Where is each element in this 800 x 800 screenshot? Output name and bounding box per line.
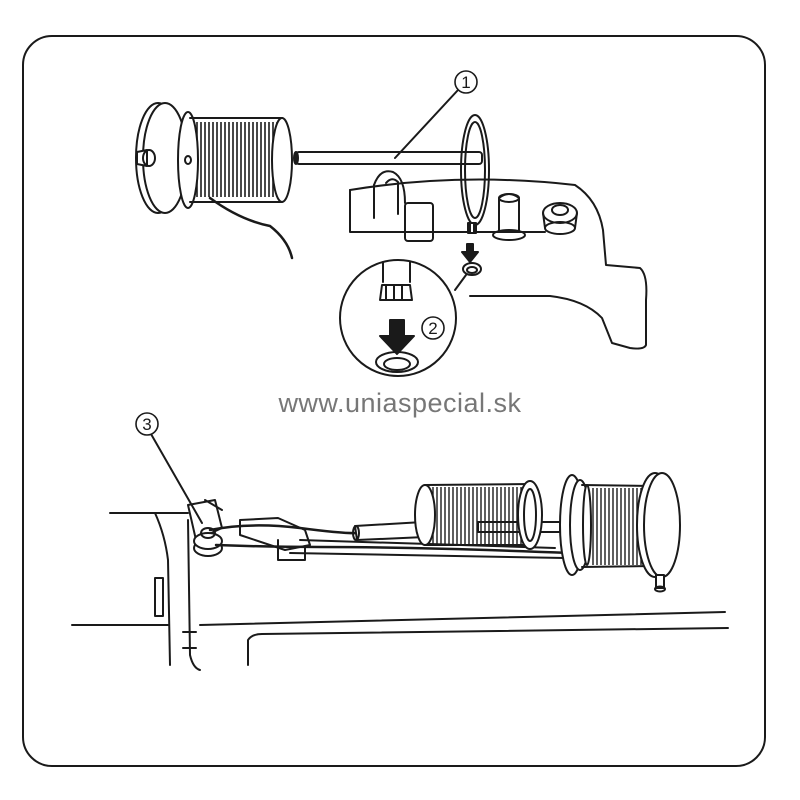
callout-3-leader <box>150 433 203 524</box>
svg-text:2: 2 <box>428 319 437 338</box>
svg-text:1: 1 <box>461 73 470 92</box>
bobbin-winder-shaft <box>492 193 526 241</box>
thread-guide-knob-top <box>542 202 578 235</box>
thread-spool-bottom-left <box>414 480 543 550</box>
bottom-machine-body <box>71 512 729 671</box>
threading-path <box>208 524 572 555</box>
illustration-frame <box>22 35 766 767</box>
svg-text:3: 3 <box>142 415 151 434</box>
callout-1-leader <box>394 89 459 159</box>
spool-cap-top <box>135 102 188 214</box>
watermark-text: www.uniaspecial.sk <box>278 388 522 418</box>
spool-cap-right <box>460 114 490 234</box>
callout-1: 1 <box>454 70 478 94</box>
spool-pin <box>293 151 483 165</box>
spool-pin-holder <box>373 170 434 242</box>
spool-cap-bottom <box>636 472 681 593</box>
callout-3: 3 <box>135 412 159 436</box>
thread-guide-knob-bottom <box>193 527 223 557</box>
callout-2: 2 <box>421 316 445 340</box>
thread-spool-top <box>177 111 294 260</box>
detail-magnifier <box>339 259 467 377</box>
insert-arrow-small <box>461 243 482 276</box>
